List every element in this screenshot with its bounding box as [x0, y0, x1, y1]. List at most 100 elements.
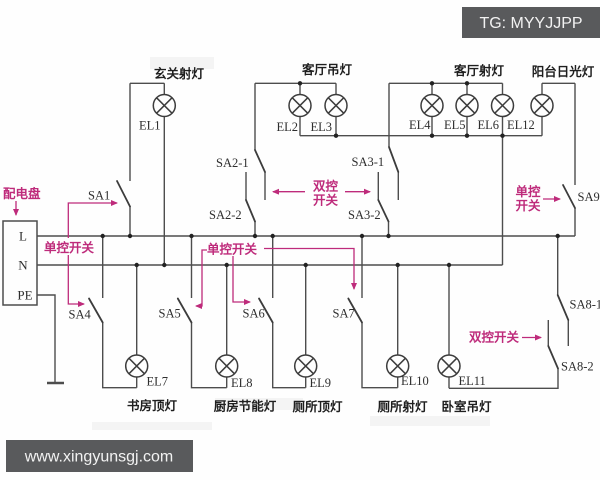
switch-sa9-blade [562, 184, 576, 209]
lamp-EL3 [324, 93, 348, 118]
label-el10: EL10 [401, 374, 429, 388]
lamp-symbols [124, 93, 554, 378]
wiring [37, 82, 576, 389]
switch-sa3-2-blade [377, 199, 390, 223]
switch-sa2-1-blade [254, 149, 266, 173]
watermark-text-top-right: TG: MYYJJPP [479, 15, 582, 32]
lamp-EL8 [214, 354, 239, 378]
group-label-living-pendant: 客厅吊灯 [301, 62, 353, 77]
lamp-EL7 [124, 354, 149, 378]
pointer-to-sa1 [67, 200, 118, 238]
lamp-EL1 [152, 93, 177, 118]
label-el2: EL2 [277, 120, 299, 134]
label-el1: EL1 [139, 119, 161, 133]
label-el11: EL11 [459, 374, 486, 388]
label-el7: EL7 [147, 375, 169, 389]
single-switch-label-mid: 单控开关 [207, 242, 258, 257]
lamp-EL12 [530, 93, 554, 118]
double-switch-label-right: 双控开关 [468, 330, 520, 345]
switch-blades [88, 146, 576, 370]
wire-pe-ground [37, 294, 56, 383]
label-sa7: SA7 [333, 307, 355, 321]
wire-sa8-travelers [449, 236, 569, 389]
wire-bottom-lamp-stubs [136, 265, 450, 389]
switch-sa7-blade [347, 297, 363, 324]
lamp-EL5 [455, 93, 479, 118]
switch-sa3-1-blade [388, 146, 400, 173]
wire-pendant-branch [255, 82, 337, 136]
switch-sa8-2-blade [547, 345, 559, 370]
lamp-EL4 [420, 93, 444, 118]
group-label-hallway: 玄关射灯 [154, 66, 205, 81]
pointer-to-sa4 [67, 255, 85, 307]
label-sa3-2: SA3-2 [348, 208, 381, 222]
wire-sa2-travelers [245, 83, 266, 236]
wire-sa6-feed [272, 236, 306, 389]
wire-hallway-branch [129, 82, 165, 265]
terminal-N: N [18, 258, 28, 273]
single-switch-label-right-line1: 单控 [515, 184, 541, 199]
group-label-bedroom: 卧室吊灯 [441, 399, 492, 414]
double-switch-label-mid-line2: 开关 [313, 193, 339, 208]
label-el5: EL5 [444, 118, 466, 132]
label-el4: EL4 [409, 118, 431, 132]
annotation-pointers [13, 188, 561, 341]
label-sa2-2: SA2-2 [209, 208, 242, 222]
pointer-to-sa5 [195, 249, 207, 309]
wire-balcony-branch [541, 82, 576, 236]
pointer-to-sa7 [264, 247, 357, 290]
group-label-living-spot: 客厅射灯 [453, 63, 505, 78]
lamp-EL10 [385, 354, 410, 378]
label-sa5: SA5 [159, 307, 181, 321]
junction-dots [100, 81, 560, 268]
label-el12: EL12 [507, 118, 535, 132]
switch-sa6-blade [258, 297, 274, 324]
label-el3: EL3 [311, 120, 333, 134]
group-label-toilet-spot: 厕所射灯 [377, 399, 428, 414]
distribution-panel-box [2, 220, 38, 306]
smudge [215, 398, 303, 410]
watermark-text-bottom-left: www.xingyunsgj.com [24, 449, 174, 466]
group-label-toilet-ceiling: 厕所顶灯 [292, 399, 343, 414]
group-label-study: 书房顶灯 [127, 398, 178, 413]
switch-sa2-2-blade [245, 199, 256, 223]
lamp-EL11 [437, 354, 461, 378]
label-sa1: SA1 [88, 189, 110, 203]
lamp-EL9 [293, 354, 318, 378]
watermark-badge-bottom-left [6, 440, 193, 472]
panel-label: 配电盘 [3, 186, 41, 201]
wire-spot-branch [389, 82, 504, 136]
group-label-kitchen: 厨房节能灯 [214, 399, 277, 414]
terminal-PE: PE [17, 288, 32, 303]
wire-sa3-travelers [377, 83, 399, 236]
double-switch-label-mid-line1: 双控 [312, 179, 339, 194]
switch-sa5-blade [176, 297, 193, 324]
wire-sa4-feed [102, 236, 137, 389]
watermark-badge-top-right [462, 7, 600, 38]
group-label-balcony: 阳台日光灯 [532, 64, 595, 79]
smudge [92, 422, 212, 430]
label-el9: EL9 [310, 376, 332, 390]
lamp-EL6 [490, 93, 515, 118]
single-switch-label-right-line2: 开关 [515, 198, 541, 213]
pointer-to-sa6 [232, 256, 251, 305]
label-el8: EL8 [231, 376, 253, 390]
smudge [370, 416, 490, 426]
label-el6: EL6 [478, 118, 500, 132]
switch-sa4-blade [88, 297, 104, 324]
label-sa8-1: SA8-1 [570, 298, 600, 312]
label-sa9: SA9 [578, 190, 600, 204]
switch-sa1-blade [116, 180, 131, 208]
wire-sa7-feed [361, 236, 398, 389]
terminal-L: L [19, 229, 27, 244]
label-sa3-1: SA3-1 [352, 155, 385, 169]
background-smudges [92, 57, 490, 430]
label-sa4: SA4 [69, 308, 92, 322]
label-sa6: SA6 [243, 307, 265, 321]
smudge [150, 57, 214, 69]
lamp-EL2 [288, 93, 312, 118]
wire-sa5-feed [190, 236, 227, 389]
label-sa8-2: SA8-2 [561, 360, 594, 374]
